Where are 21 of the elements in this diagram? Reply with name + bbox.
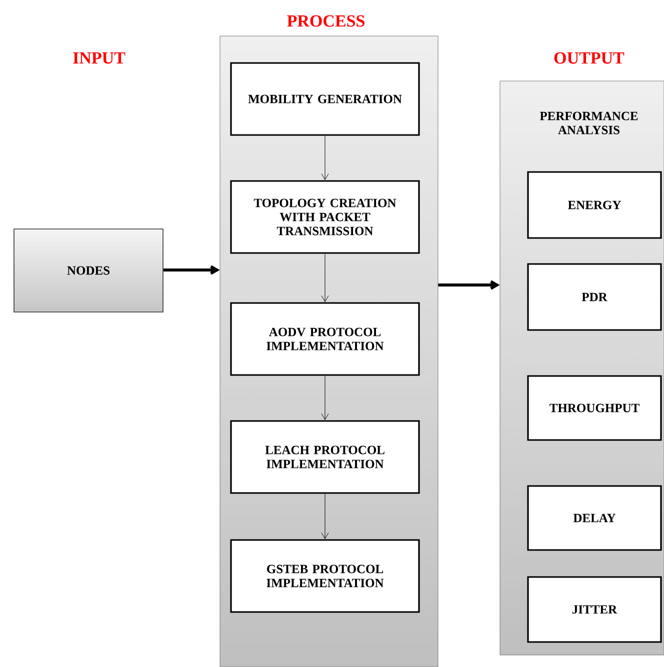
column-heading: PROCESS — [287, 15, 364, 27]
process-box: ENERGY — [527, 171, 662, 239]
process-box: THROUGHPUT — [527, 375, 662, 441]
arrow — [321, 376, 329, 420]
process-box: GSTEB PROTOCOL IMPLEMENTATION — [230, 539, 420, 613]
process-box: NODES — [14, 228, 164, 312]
process-box: MOBILITY GENERATION — [230, 62, 420, 136]
process-box: AODV PROTOCOL IMPLEMENTATION — [230, 302, 420, 376]
process-box: JITTER — [527, 576, 662, 643]
process-box: TOPOLOGY CREATION WITH PACKET TRANSMISSION — [230, 180, 420, 254]
column-heading: OUTPUT — [554, 52, 624, 64]
process-box: PDR — [527, 263, 662, 331]
arrow — [321, 136, 329, 180]
arrow — [321, 254, 329, 302]
arrow — [321, 494, 329, 539]
column-heading: INPUT — [73, 52, 126, 64]
process-box: DELAY — [527, 485, 662, 551]
panel-heading: PERFORMANCE ANALYSIS — [540, 112, 638, 134]
arrow — [438, 280, 500, 290]
arrow — [163, 265, 220, 275]
process-box: LEACH PROTOCOL IMPLEMENTATION — [230, 420, 420, 494]
